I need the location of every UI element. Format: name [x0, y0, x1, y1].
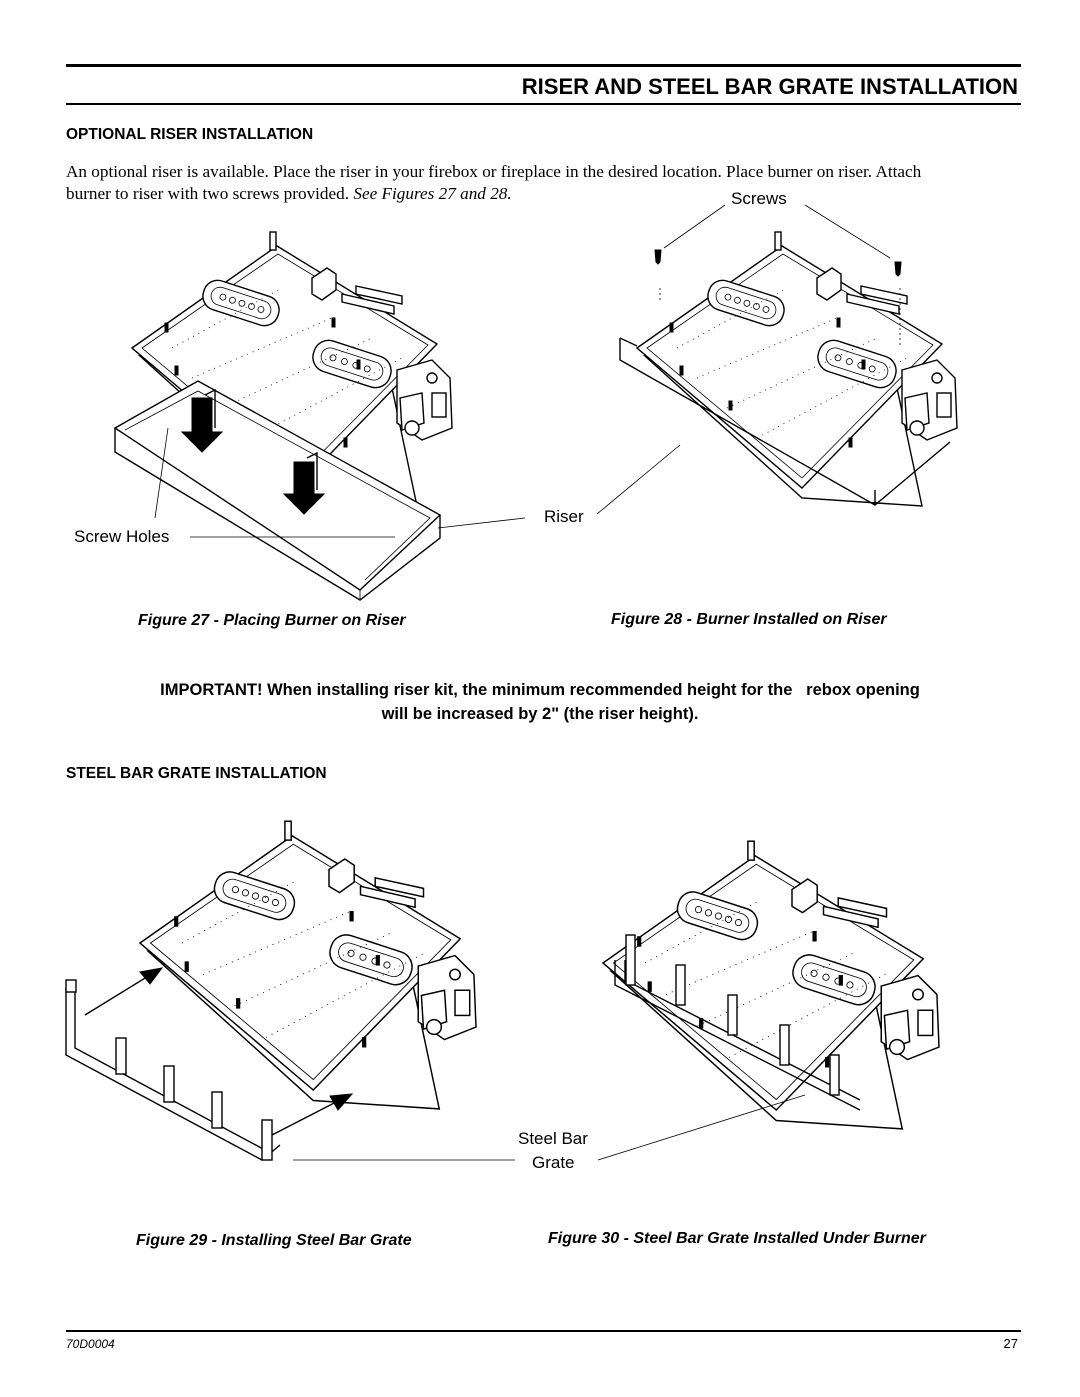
important-note: IMPORTANT! When installing riser kit, th…: [0, 678, 1080, 726]
figure29-caption: Figure 29 - Installing Steel Bar Grate: [136, 1232, 412, 1249]
riser-paragraph-line1: An optional riser is available. Place th…: [66, 162, 922, 181]
important-note-line1: IMPORTANT! When installing riser kit, th…: [160, 681, 920, 699]
figure28-illustration: [437, 204, 958, 529]
label-steel-bar: Steel Bar: [518, 1129, 588, 1148]
grate-section-heading: STEEL BAR GRATE INSTALLATION: [66, 765, 327, 782]
label-riser: Riser: [544, 507, 584, 526]
riser-section-heading: OPTIONAL RISER INSTALLATION: [66, 126, 314, 143]
header-rule-bottom: [66, 103, 1021, 105]
figure-reference: See Figures 27 and 28.: [353, 184, 512, 203]
header-rule-top: [66, 64, 1021, 67]
riser-paragraph: An optional riser is available. Place th…: [66, 161, 1016, 205]
figure27-caption: Figure 27 - Placing Burner on Riser: [138, 612, 406, 629]
label-screw-holes: Screw Holes: [74, 527, 170, 546]
figure29-illustration: [65, 820, 515, 1161]
figure28-caption: Figure 28 - Burner Installed on Riser: [611, 611, 887, 628]
page-title: RISER AND STEEL BAR GRATE INSTALLATION: [521, 74, 1018, 99]
figure30-illustration: [597, 840, 940, 1161]
figure27-illustration: [113, 231, 453, 601]
label-grate: Grate: [532, 1153, 575, 1172]
footer-doc-number: 70D0004: [66, 1337, 115, 1351]
important-note-line2: will be increased by 2" (the riser heigh…: [381, 705, 699, 723]
riser-paragraph-line2-plain: burner to riser with two screws provided…: [66, 184, 354, 203]
label-screws: Screws: [731, 189, 787, 208]
figure30-caption: Figure 30 - Steel Bar Grate Installed Un…: [548, 1230, 926, 1247]
footer-page-number: 27: [1003, 1336, 1018, 1351]
footer-rule: [66, 1330, 1021, 1332]
riser-paragraph-line2: burner to riser with two screws provided…: [66, 183, 1016, 205]
